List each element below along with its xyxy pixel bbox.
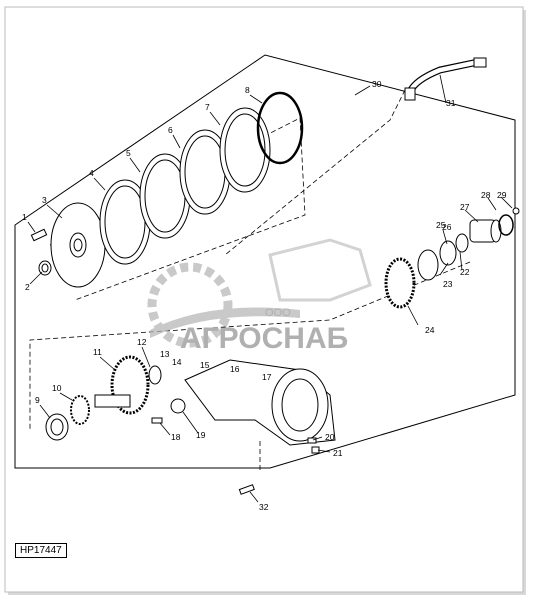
leader-lines [27,74,513,503]
callout-3: 3 [42,195,47,205]
watermark-text: АГРОСНАБ [180,322,348,355]
callout-17: 17 [262,372,272,382]
callout-labels: 1 2 3 4 5 6 7 8 9 10 11 12 13 14 15 16 1… [22,79,507,512]
assembly-outline [14,54,516,469]
callout-16: 16 [230,364,240,374]
figure-code: HP17447 [15,543,67,558]
callout-21: 21 [333,448,343,458]
part-o-ring [256,91,304,165]
callout-10: 10 [52,383,62,393]
callout-27: 27 [460,202,470,212]
part-ring-gear [384,207,520,309]
part-cover-plate [50,202,106,288]
part-gear-shaft [45,355,162,441]
watermark-prefix: ООО [265,307,291,319]
callout-2: 2 [25,282,30,292]
callout-6: 6 [168,125,173,135]
callout-1: 1 [22,212,27,222]
callout-15: 15 [200,360,210,370]
part-small-bolts [151,417,320,495]
callout-26: 26 [442,222,452,232]
part-bolt-washer [30,228,52,276]
callout-25: 25 [436,220,446,230]
callout-22: 22 [460,267,470,277]
callout-14: 14 [172,357,182,367]
callout-28: 28 [481,190,491,200]
callout-29: 29 [497,190,507,200]
part-hose [404,57,487,101]
callout-23: 23 [443,279,453,289]
callout-4: 4 [89,168,94,178]
callout-19: 19 [196,430,206,440]
callout-13: 13 [160,349,170,359]
callout-18: 18 [171,432,181,442]
callout-30: 30 [372,79,382,89]
callout-20: 20 [325,432,335,442]
callout-11: 11 [93,347,102,357]
watermark-logo [147,238,372,348]
callout-7: 7 [205,102,210,112]
callout-5: 5 [126,148,131,158]
callout-12: 12 [137,337,147,347]
part-housing [170,359,336,446]
callout-32: 32 [259,502,269,512]
callout-8: 8 [245,85,250,95]
callout-31: 31 [446,98,456,108]
callout-9: 9 [35,395,40,405]
callout-24: 24 [425,325,435,335]
